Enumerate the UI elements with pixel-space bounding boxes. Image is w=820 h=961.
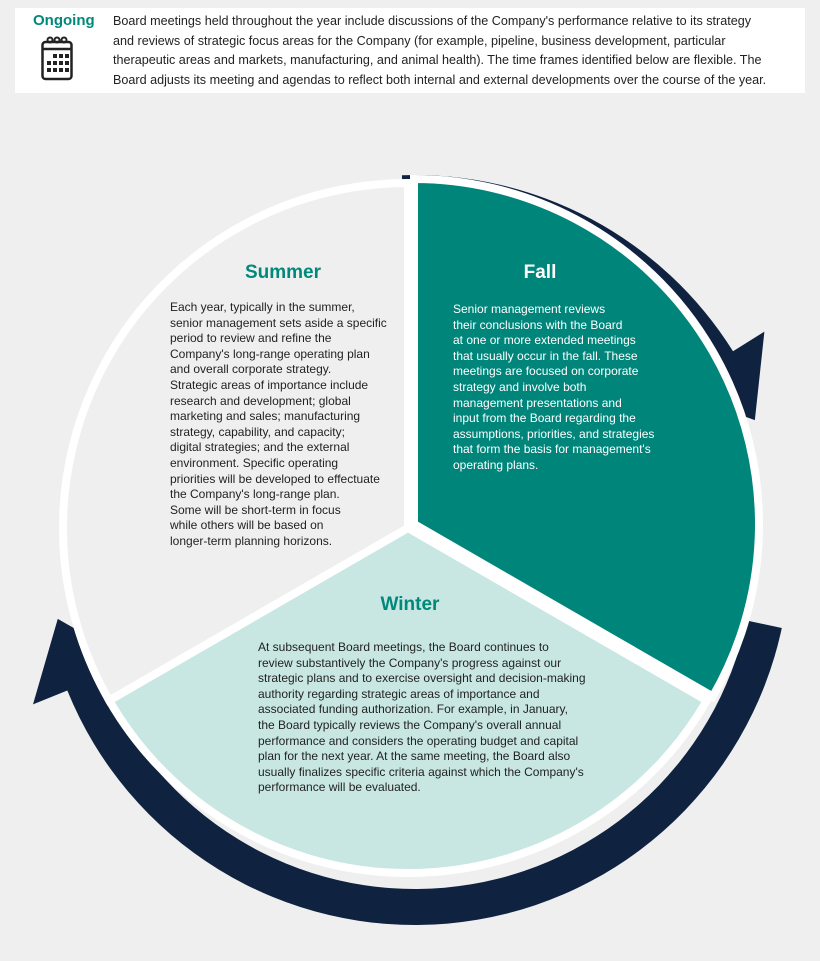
winter-sector <box>103 523 713 877</box>
text-line: Senior management reviews <box>453 302 606 316</box>
text-line: priorities will be developed to effectua… <box>170 471 380 486</box>
text-line: while others will be based on <box>170 518 324 533</box>
summer-description: Each year, typically in the summer, seni… <box>170 300 387 550</box>
text-line: Board adjusts its meeting and agendas to… <box>113 72 767 87</box>
text-line: Strategic areas of importance include <box>170 377 369 392</box>
text-line: performance will be evaluated. <box>258 780 421 795</box>
text-line: management presentations and <box>453 395 622 410</box>
text-line: plan for the next year. At the same meet… <box>258 749 571 764</box>
text-line: and overall corporate strategy. <box>170 362 332 377</box>
text-line: that form the basis for management's <box>453 442 651 457</box>
ongoing-description: Board meetings held throughout the year … <box>113 12 766 90</box>
text-line: associated funding authorization. For ex… <box>258 702 568 717</box>
ongoing-panel: Ongoing Board meetings held throughout t… <box>15 8 805 93</box>
fall-description: Senior management reviews their conclusi… <box>453 302 654 474</box>
summer-sector <box>59 178 412 706</box>
text-line: authority regarding strategic areas of i… <box>258 686 540 701</box>
text-line: marketing and sales; manufacturing <box>170 409 361 424</box>
text-line: at one or more extended meetings <box>453 333 636 348</box>
text-line: Company's long-range operating plan <box>170 346 370 361</box>
winter-description: At subsequent Board meetings, the Board … <box>258 640 586 796</box>
text-line: digital strategies; and the external <box>170 440 350 455</box>
text-line: operating plans. <box>453 457 539 472</box>
fall-sector <box>410 174 763 702</box>
winter-title: Winter <box>380 594 440 615</box>
text-line: Some will be short-term in focus <box>170 502 341 517</box>
text-line: assumptions, priorities, and strategies <box>453 426 655 441</box>
clockwise-arrow-left <box>33 618 782 926</box>
text-line: longer-term planning horizons. <box>170 533 333 548</box>
summer-title: Summer <box>244 262 322 283</box>
text-line: and reviews of strategic focus areas for… <box>113 33 726 48</box>
text-line: senior management sets aside a specific <box>170 315 387 330</box>
text-line: period to review and refine the <box>170 331 332 346</box>
text-line: Each year, typically in the summer, <box>170 300 355 314</box>
text-line: input from the Board regarding the <box>453 411 636 426</box>
text-line: environment. Specific operating <box>170 455 339 470</box>
text-line: their conclusions with the Board <box>453 317 623 332</box>
text-line: usually finalizes specific criteria agai… <box>258 764 584 779</box>
text-line: strategy, capability, and capacity; <box>170 424 345 439</box>
text-line: research and development; global <box>170 393 351 408</box>
text-line: At subsequent Board meetings, the Board … <box>258 640 549 654</box>
text-line: strategy and involve both <box>453 379 587 394</box>
text-line: the Company's long-range plan. <box>170 487 340 502</box>
ongoing-label: Ongoing <box>33 12 95 29</box>
calendar-icon <box>41 36 73 81</box>
text-line: Board meetings held throughout the year … <box>113 14 752 28</box>
text-line: therapeutic areas and markets, manufactu… <box>113 53 762 67</box>
text-line: meetings are focused on corporate <box>453 364 639 379</box>
text-line: that usually occur in the fall. These <box>453 348 638 363</box>
fall-title: Fall <box>523 262 557 283</box>
text-line: performance and considers the operating … <box>258 733 579 748</box>
text-line: the Board typically reviews the Company'… <box>258 717 562 732</box>
text-line: review substantively the Company's progr… <box>258 655 562 670</box>
text-line: strategic plans and to exercise oversigh… <box>258 671 586 686</box>
